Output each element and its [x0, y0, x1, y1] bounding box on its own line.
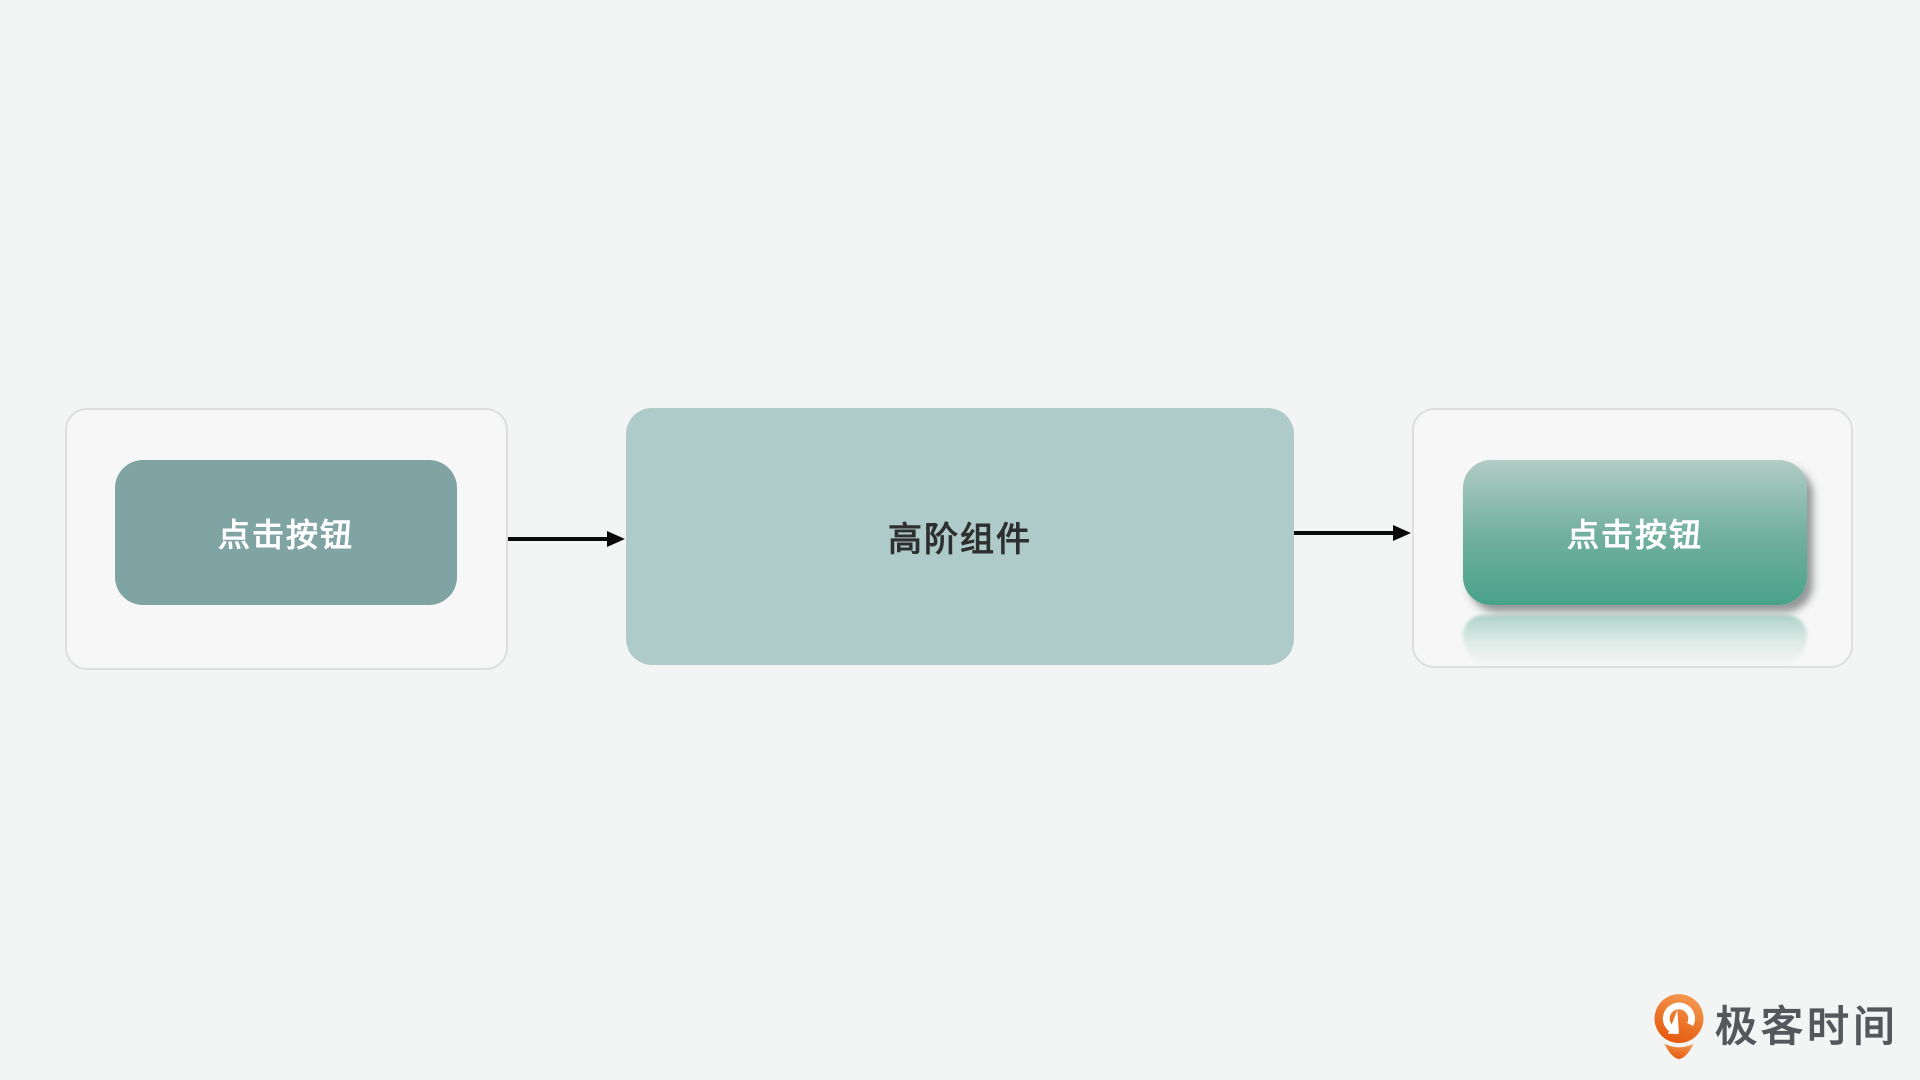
source-button[interactable]: 点击按钮 [115, 460, 457, 605]
geektime-pin-icon [1654, 994, 1704, 1060]
geektime-logo-text: 极客时间 [1715, 1003, 1900, 1050]
enhanced-button-card: 点击按钮 [1412, 408, 1853, 668]
flow-arrow-right-icon [1294, 525, 1411, 541]
geektime-logo: 极客时间 [1652, 993, 1899, 1061]
source-button-card: 点击按钮 [65, 408, 508, 670]
hoc-component-box: 高阶组件 [626, 408, 1294, 665]
enhanced-button[interactable]: 点击按钮 [1463, 460, 1807, 605]
flow-arrow-left-icon [508, 531, 625, 547]
enhanced-button-reflection [1463, 615, 1807, 667]
